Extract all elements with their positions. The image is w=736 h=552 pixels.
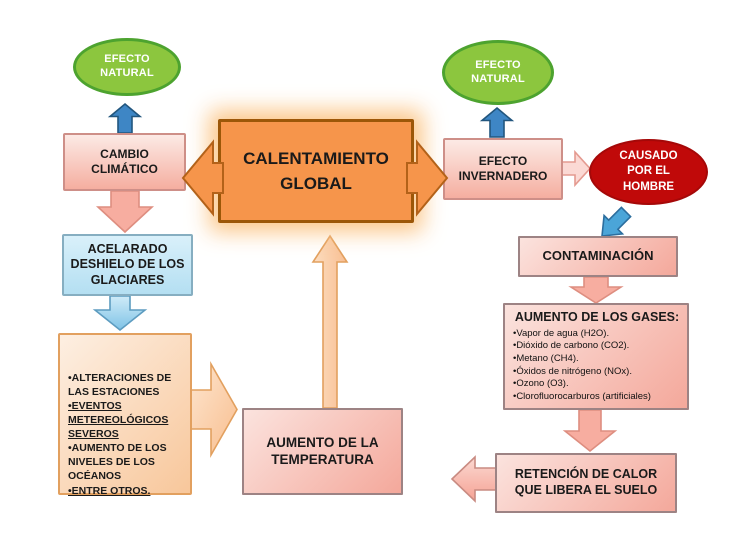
node-calentamiento-global: CALENTAMIENTO GLOBAL bbox=[218, 119, 414, 223]
down-left-arrow-icon bbox=[601, 206, 632, 237]
node-aumento-temperatura: AUMENTO DE LA TEMPERATURA bbox=[242, 408, 403, 495]
gases-title: AUMENTO DE LOS GASES: bbox=[514, 310, 680, 324]
node-retencion-calor: RETENCIÓN DE CALOR QUE LIBERA EL SUELO bbox=[495, 453, 677, 513]
down-arrow-icon bbox=[95, 190, 155, 234]
node-efecto-natural-right: EFECTO NATURAL bbox=[442, 40, 554, 105]
up-arrow-icon bbox=[107, 102, 143, 134]
down-arrow-icon bbox=[568, 276, 624, 304]
list-item: •Ozono (O3). bbox=[513, 378, 569, 390]
down-arrow-icon bbox=[562, 409, 618, 453]
right-arrow-icon bbox=[186, 360, 238, 459]
up-arrow-icon bbox=[479, 106, 515, 138]
node-consecuencias-list: •ALTERACIONES DE LAS ESTACIONES •EVENTOS… bbox=[58, 333, 192, 497]
node-cambio-climatico: CAMBIO CLIMÁTICO bbox=[63, 133, 186, 191]
list-item: •AUMENTO DE LOS NIVELES DE LOS OCÉANOS bbox=[68, 442, 167, 483]
right-arrow-icon bbox=[560, 149, 592, 188]
node-causado-por-el-hombre: CAUSADO POR EL HOMBRE bbox=[589, 139, 708, 205]
list-item: •Vapor de agua (H2O). bbox=[513, 327, 610, 339]
down-arrow-icon bbox=[92, 295, 148, 332]
left-arrow-icon bbox=[450, 455, 497, 503]
list-item: •EVENTOS METEREOLÓGICOS SEVEROS bbox=[68, 400, 169, 441]
up-arrow-icon bbox=[311, 234, 349, 409]
list-item: •Clorofluorocarburos (artificiales) bbox=[513, 390, 651, 402]
node-aumento-gases: AUMENTO DE LOS GASES: •Vapor de agua (H2… bbox=[503, 303, 689, 410]
list-item: •ALTERACIONES DE LAS ESTACIONES bbox=[68, 372, 172, 399]
right-arrow-icon bbox=[406, 139, 449, 217]
list-item: •ENTRE OTROS. bbox=[68, 484, 151, 497]
list-item: •Dióxido de carbono (CO2). bbox=[513, 340, 630, 352]
node-efecto-natural-left: EFECTO NATURAL bbox=[73, 38, 181, 96]
left-arrow-icon bbox=[181, 139, 224, 217]
list-item: •Óxidos de nitrógeno (NOx). bbox=[513, 365, 632, 377]
node-efecto-invernadero: EFECTO INVERNADERO bbox=[443, 138, 563, 200]
node-contaminacion: CONTAMINACIÓN bbox=[518, 236, 678, 277]
list-item: •Metano (CH4). bbox=[513, 352, 579, 364]
node-deshielo-glaciares: ACELARADO DESHIELO DE LOS GLACIARES bbox=[62, 234, 193, 296]
